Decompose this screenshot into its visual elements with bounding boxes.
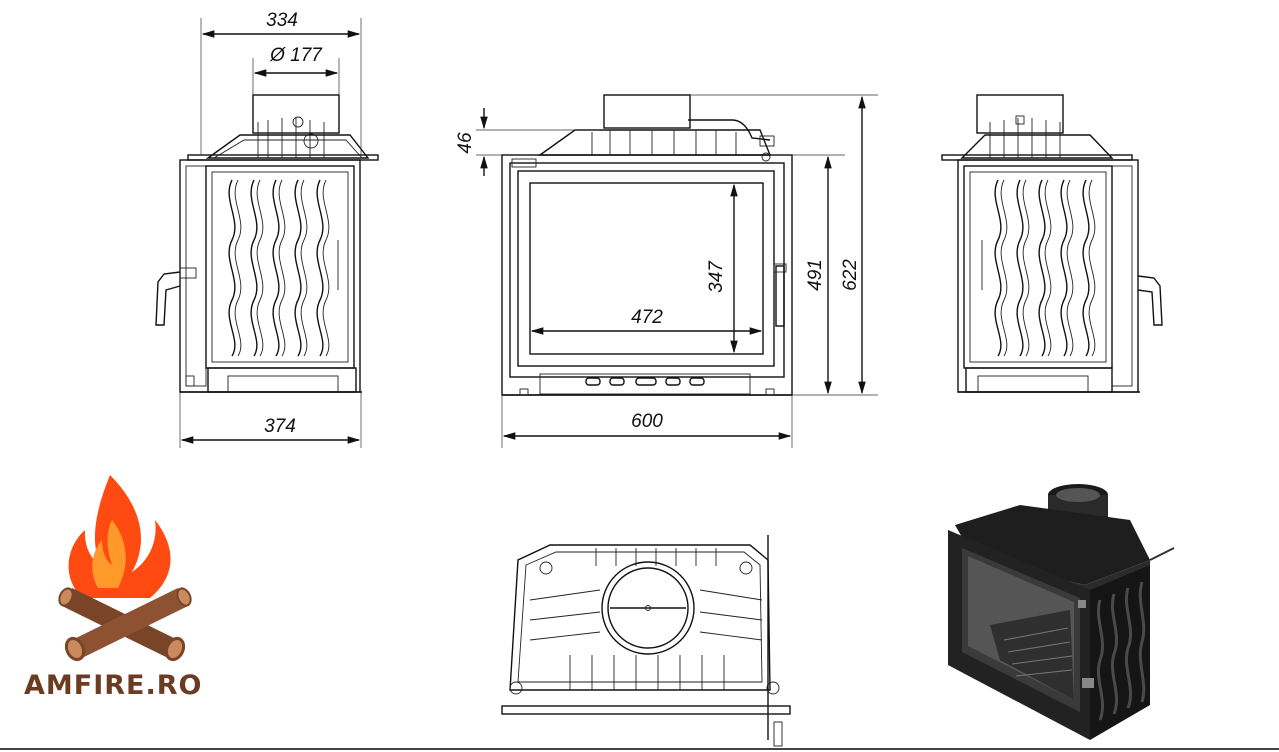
side-view-left [155,94,379,393]
top-view [501,535,791,747]
dim-front-width: 600 [501,395,793,448]
dim-flue-diameter: Ø 177 [252,45,340,95]
dim-label-door-height: 491 [805,259,826,291]
dim-label-top-width: 334 [266,10,298,31]
front-view [501,94,793,396]
side-view-right [941,94,1163,393]
dim-top-offset: 46 [455,108,600,176]
dim-label-window-width: 472 [631,307,663,328]
dim-side-depth: 374 [179,392,362,448]
dim-window-width: 472 [530,307,763,335]
dim-label-front-width: 600 [631,411,663,432]
dim-label-top-offset: 46 [455,132,476,154]
dim-door-height: 491 [792,154,845,396]
brand-logo [58,475,192,662]
dim-label-window-height: 347 [706,260,727,293]
wood-logs-icon [58,587,192,662]
dim-label-total-height: 622 [840,259,861,291]
dim-window-height: 347 [706,183,738,354]
brand-name: AMFIRE.RO [24,670,203,701]
bottom-divider [0,748,1279,750]
dim-total-height: 622 [690,94,878,396]
dim-label-side-depth: 374 [264,416,296,437]
3d-render [948,484,1175,740]
dim-top-width: 334 [200,10,362,155]
dim-label-flue-diameter: Ø 177 [269,45,323,66]
